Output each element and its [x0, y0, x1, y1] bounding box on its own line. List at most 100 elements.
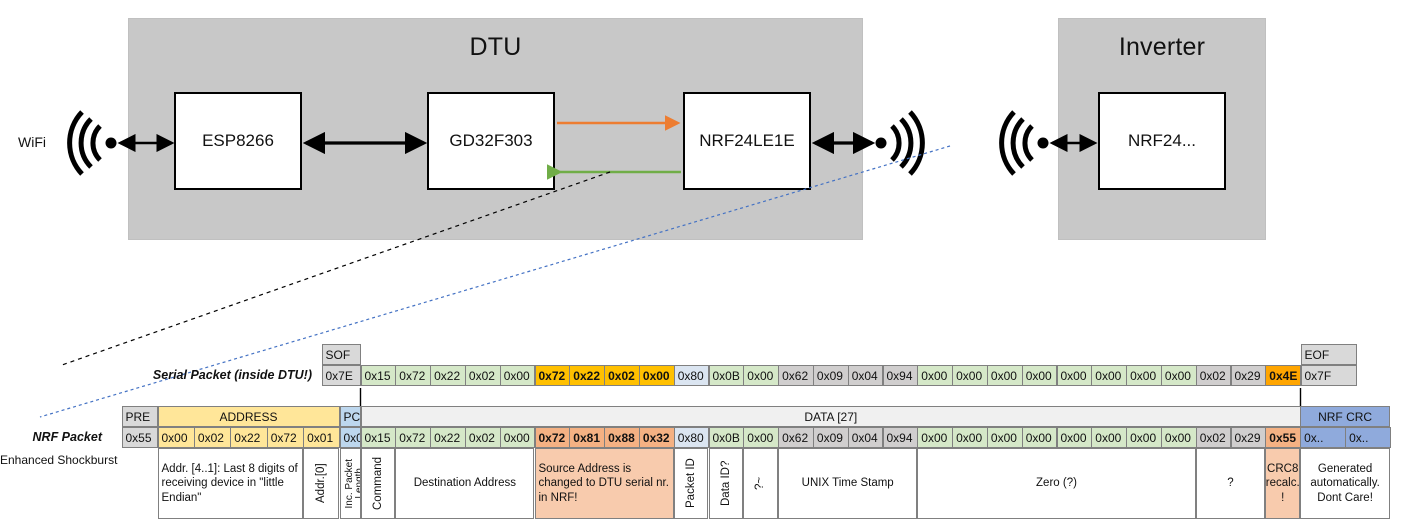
nrf-packet-label: NRF Packet	[32, 430, 102, 444]
nrf-byte-24: 0x02	[1195, 427, 1232, 448]
serial-byte-13: 0x09	[812, 365, 849, 386]
nrf-crc-byte-0: 0x..	[1300, 427, 1347, 448]
serial-byte-17: 0x00	[952, 365, 988, 386]
nrf-byte-14: 0x04	[847, 427, 884, 448]
nrf-byte-16: 0x00	[917, 427, 954, 448]
chip-gd32f303: GD32F303	[427, 92, 555, 190]
annotation-address-text: Addr. [4..1]: Last 8 digits of receiving…	[161, 462, 298, 504]
annotation-question: ?	[1195, 448, 1266, 519]
serial-byte-23: 0x00	[1160, 365, 1197, 386]
nrf-crc-byte-1: 0x..	[1345, 427, 1392, 448]
nrf-crc-header: NRF CRC	[1300, 406, 1391, 427]
annotation-zero: Zero (?)	[917, 448, 1196, 519]
nrf-address-byte-0: 0x00	[157, 427, 195, 448]
nrf-byte-18: 0x00	[986, 427, 1023, 448]
serial-byte-22: 0x00	[1126, 365, 1162, 386]
nrf-byte-8: 0x32	[638, 427, 675, 448]
nrf-pcf-value: 0x0DA	[339, 427, 361, 448]
annotation-crc8: CRC8 recalc. !	[1265, 448, 1301, 519]
annotation-crc8-text: CRC8 recalc. !	[1265, 462, 1300, 504]
annotation-command: Command	[360, 448, 396, 519]
annotation-packet-id: Packet ID	[673, 448, 709, 519]
serial-packet-label: Serial Packet (inside DTU!)	[152, 368, 312, 382]
nrf-byte-13: 0x09	[812, 427, 849, 448]
wifi-label: WiFi	[18, 134, 46, 150]
nrf-pcf-header: PCF	[339, 406, 361, 427]
annotation-unix-text: UNIX Time Stamp	[801, 477, 894, 490]
serial-byte-19: 0x00	[1021, 365, 1058, 386]
nrf-byte-23: 0x00	[1160, 427, 1197, 448]
nrf-byte-20: 0x00	[1056, 427, 1093, 448]
serial-sof-header: SOF	[321, 344, 361, 365]
nrf-byte-10: 0x0B	[708, 427, 745, 448]
nrf-address-byte-1: 0x02	[193, 427, 232, 448]
block-diagram: DTU Inverter ESP8266 GD32F303 NRF24LE1E …	[18, 18, 1266, 240]
serial-byte-7: 0x02	[604, 365, 640, 386]
annotation-generated: Generated automatically. Dont Care!	[1300, 448, 1391, 519]
chip-esp8266-label: ESP8266	[202, 131, 274, 150]
annotation-data-id: Data ID?	[708, 448, 744, 519]
annotation-address: Addr. [4..1]: Last 8 digits of receiving…	[157, 448, 304, 519]
nrf-byte-25: 0x29	[1230, 427, 1267, 448]
annotation-question-text: ?	[1227, 477, 1234, 490]
nrf-byte-3: 0x02	[464, 427, 501, 448]
serial-byte-4: 0x00	[499, 365, 536, 386]
nrf-pre-header: PRE	[121, 406, 158, 427]
annotation-source-text: Source Address is changed to DTU serial …	[538, 462, 669, 504]
nrf-byte-21: 0x00	[1091, 427, 1128, 448]
serial-byte-10: 0x0B	[708, 365, 745, 386]
serial-byte-0: 0x15	[360, 365, 397, 386]
serial-byte-11: 0x00	[743, 365, 780, 386]
serial-byte-8: 0x00	[638, 365, 675, 386]
annotation-data-id-text: Data ID?	[719, 460, 732, 507]
serial-byte-12: 0x62	[778, 365, 814, 386]
chip-nrf24-label: NRF24...	[1127, 131, 1197, 150]
annotation-command-text: Command	[371, 456, 384, 511]
nrf-byte-9: 0x80	[673, 427, 710, 448]
serial-byte-15: 0x94	[882, 365, 919, 386]
annotation-packet-id-text: Packet ID	[684, 458, 697, 509]
annotation-addr0: Addr.[0]	[303, 448, 340, 519]
serial-byte-26: 0x4E	[1265, 365, 1302, 386]
annotation-source: Source Address is changed to DTU serial …	[534, 448, 674, 519]
serial-byte-25: 0x29	[1230, 365, 1267, 386]
nrf-byte-22: 0x00	[1126, 427, 1162, 448]
serial-eof-header: EOF	[1300, 344, 1357, 365]
chip-nrf24-inverter: NRF24...	[1098, 92, 1226, 190]
nrf-address-header: ADDRESS	[157, 406, 340, 427]
annotation-unix: UNIX Time Stamp	[778, 448, 918, 519]
nrf-byte-5: 0x72	[534, 427, 571, 448]
serial-byte-2: 0x22	[430, 365, 466, 386]
nrf-byte-19: 0x00	[1021, 427, 1058, 448]
nrf-address-byte-3: 0x72	[266, 427, 305, 448]
serial-byte-3: 0x02	[464, 365, 501, 386]
serial-byte-5: 0x72	[534, 365, 571, 386]
annotation-tilde: ?~	[743, 448, 779, 519]
nrf-byte-26: 0x55	[1265, 427, 1302, 448]
enhanced-shockburst-label: Enhanced Shockburst	[0, 453, 118, 467]
annotation-destination: Destination Address	[395, 448, 535, 519]
nrf-address-byte-2: 0x22	[230, 427, 268, 448]
serial-byte-18: 0x00	[986, 365, 1023, 386]
nrf-byte-4: 0x00	[499, 427, 536, 448]
nrf-address-byte-4: 0x01	[303, 427, 341, 448]
annotation-destination-text: Destination Address	[413, 477, 517, 490]
serial-byte-24: 0x02	[1195, 365, 1232, 386]
nrf-byte-0: 0x15	[360, 427, 397, 448]
nrf-byte-17: 0x00	[952, 427, 988, 448]
serial-byte-1: 0x72	[395, 365, 432, 386]
nrf-byte-7: 0x88	[604, 427, 640, 448]
chip-nrf24le1e: NRF24LE1E	[683, 92, 811, 190]
chip-gd32f303-label: GD32F303	[449, 131, 533, 150]
chip-esp8266: ESP8266	[174, 92, 302, 190]
nrf-byte-2: 0x22	[430, 427, 466, 448]
annotation-generated-text: Generated automatically. Dont Care!	[1310, 462, 1380, 504]
serial-byte-16: 0x00	[917, 365, 954, 386]
nrf-byte-11: 0x00	[743, 427, 780, 448]
serial-byte-6: 0x22	[569, 365, 606, 386]
nrf-byte-15: 0x94	[882, 427, 919, 448]
serial-byte-20: 0x00	[1056, 365, 1093, 386]
serial-sof-value: 0x7E	[321, 365, 361, 386]
